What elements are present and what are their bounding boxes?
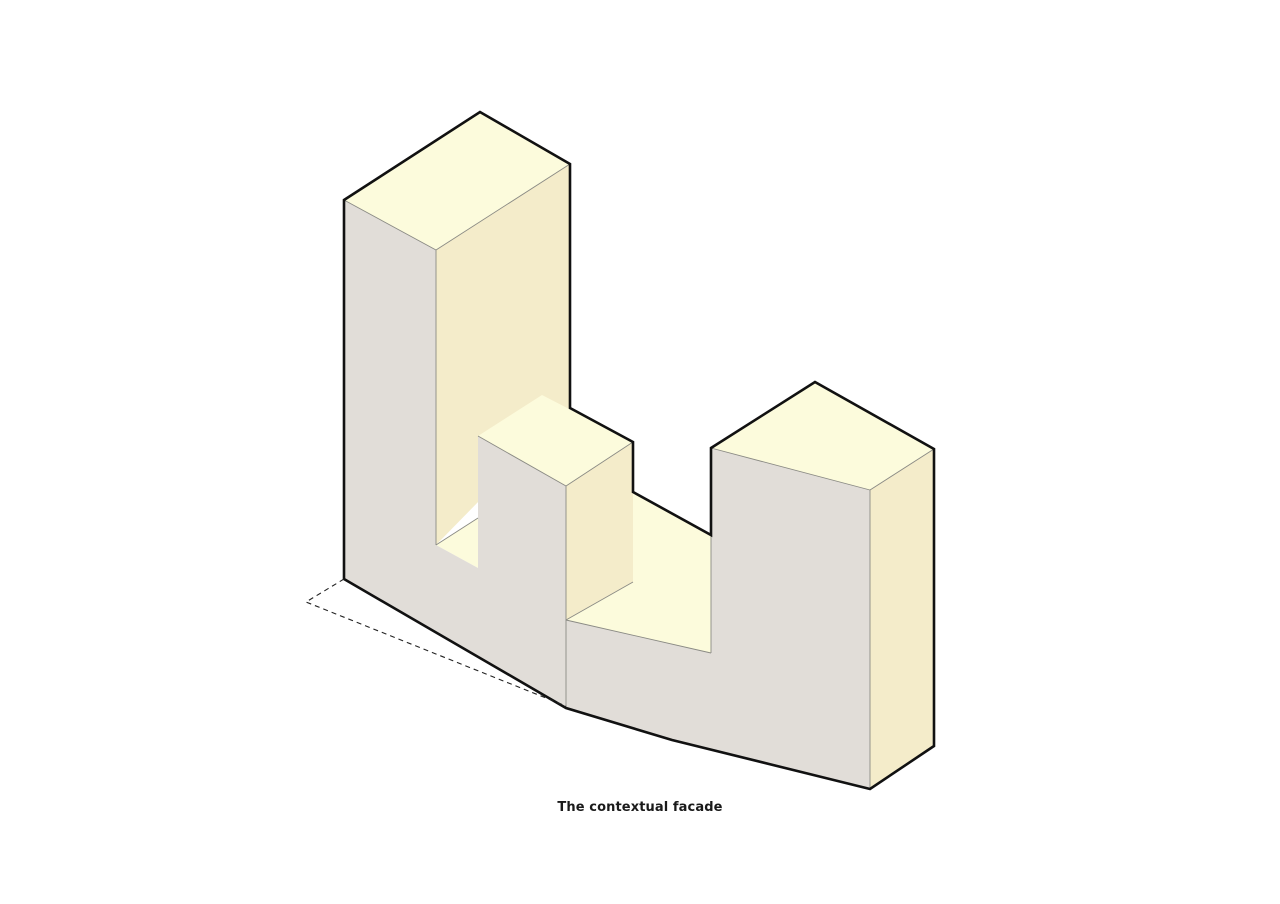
right-block-side-face (870, 449, 934, 789)
top-and-side-faces (344, 112, 934, 789)
diagram-caption: The contextual facade (557, 800, 723, 815)
front-facade (344, 200, 870, 789)
tower-base-notch (436, 518, 478, 568)
tower-roof-edge (435, 163, 571, 251)
right-block-roof (711, 382, 934, 490)
right-block-roof-edge (710, 447, 871, 491)
notch-edge (435, 517, 479, 546)
right-block-roof-edge-2 (869, 448, 935, 491)
middle-block-side-face (566, 442, 633, 620)
middle-block-roof-edge (477, 435, 567, 487)
middle-block-roof-edge-2 (565, 441, 634, 487)
middle-block-roof (478, 395, 633, 486)
middle-block-base-edge (565, 581, 634, 621)
low-courtyard-roof (566, 492, 711, 653)
thin-edges (343, 163, 935, 789)
silhouette-outline (342, 110, 936, 791)
tower-roof (344, 112, 570, 250)
courtyard-front-edge (565, 619, 712, 654)
tower-inner-side-face (436, 164, 570, 545)
